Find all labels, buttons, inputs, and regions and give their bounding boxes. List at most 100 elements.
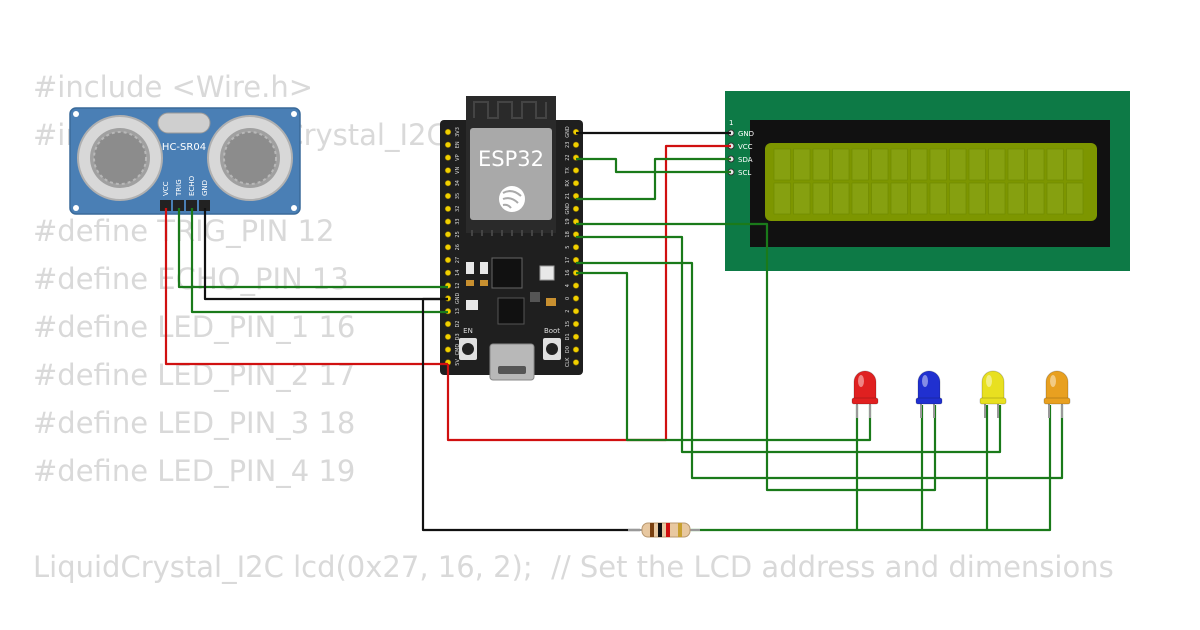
lcd-cell	[1066, 148, 1084, 181]
code-line-led-pin-3: #define LED_PIN_3 18	[33, 406, 356, 440]
esp32-pin-right-15[interactable]	[572, 320, 580, 328]
wire-sensor-vcc[interactable]	[164, 208, 448, 366]
esp32-pin-left-d2[interactable]	[444, 320, 452, 328]
lcd-cell	[949, 182, 967, 215]
esp32-pin-left-cmd[interactable]	[444, 346, 452, 353]
esp32-pin-label-right-gnd: GND	[565, 203, 571, 215]
wire-sensor-trig[interactable]	[177, 208, 448, 289]
esp32-pin-right-4[interactable]	[572, 282, 580, 289]
esp32-pin-right-gnd[interactable]	[572, 205, 580, 212]
esp32-pin-label-right-4: 4	[565, 284, 571, 287]
wire-lcd-sda[interactable]	[576, 157, 731, 201]
esp32-pin-left-32[interactable]	[444, 205, 452, 212]
usb-port[interactable]	[489, 343, 535, 381]
sensor-pin-trig[interactable]	[173, 200, 184, 211]
esp32-pin-right-23[interactable]	[572, 141, 580, 148]
led-array	[851, 370, 1071, 418]
ultrasonic-sensor[interactable]: HC-SR04 VCC TRIG ECHO GND	[69, 107, 301, 215]
esp32-pin-right-5[interactable]	[572, 244, 580, 251]
esp32-pin-label-right-clk: CLK	[565, 357, 571, 367]
esp32-pin-left-vp[interactable]	[444, 154, 452, 161]
sensor-pin-gnd[interactable]	[199, 200, 210, 211]
esp32-pin-label-right-d1: D1	[565, 333, 571, 340]
esp32-pin-left-34[interactable]	[444, 180, 452, 187]
esp32-pin-label-right-0: 0	[565, 297, 571, 300]
esp32-pin-left-3v3[interactable]	[444, 128, 452, 136]
lcd-cell	[988, 148, 1006, 181]
wire-lcd-scl[interactable]	[576, 157, 731, 174]
en-button[interactable]	[459, 338, 477, 360]
sensor-crystal	[157, 112, 211, 134]
esp32-pin-left-en[interactable]	[444, 141, 452, 148]
esp32-pin-label-left-34: 34	[455, 180, 461, 186]
resistor[interactable]	[628, 522, 700, 538]
esp32-pin-label-left-27: 27	[455, 257, 461, 263]
sensor-transducer-right	[207, 115, 293, 201]
sensor-transducer-left	[77, 115, 163, 201]
lcd-cell	[832, 148, 850, 181]
sensor-pin-label-trig: TRIG	[175, 179, 183, 197]
esp32-pin-left-35[interactable]	[444, 192, 452, 200]
wire-sensor-echo[interactable]	[190, 208, 448, 314]
sensor-label: HC-SR04	[162, 142, 206, 153]
sensor-pin-echo[interactable]	[186, 200, 197, 211]
esp32-left-pin-header: 3V3ENVPVN343532332526271412GND13D2D3CMD5…	[444, 127, 461, 366]
esp32-pin-label-left-25: 25	[455, 231, 461, 237]
esp32-pin-left-14[interactable]	[444, 269, 452, 276]
en-button-label: EN	[463, 327, 473, 335]
wire-led-yellow[interactable]	[576, 235, 1002, 454]
esp32-pin-right-tx[interactable]	[572, 167, 580, 174]
esp32-pin-right-d0[interactable]	[572, 346, 580, 353]
esp32-pin-left-25[interactable]	[444, 231, 452, 238]
esp32-pin-label-left-d2: D2	[455, 320, 461, 327]
wire-ground-resistor[interactable]	[421, 297, 640, 532]
esp32-pin-label-left-en: EN	[455, 141, 461, 148]
sensor-pin-vcc[interactable]	[160, 200, 171, 211]
boot-button[interactable]	[543, 338, 561, 360]
esp32-board[interactable]: ESP32 EN	[440, 96, 583, 381]
led-yellow[interactable]	[979, 370, 1007, 418]
esp32-pin-left-d3[interactable]	[444, 333, 452, 340]
lcd-cell	[832, 182, 850, 215]
esp32-pin-label-right-23: 23	[565, 142, 571, 148]
led-red[interactable]	[851, 370, 879, 418]
lcd-cell	[812, 182, 830, 215]
lcd-cell	[929, 182, 947, 215]
lcd-cell	[773, 182, 791, 215]
led-orange[interactable]	[1043, 370, 1071, 418]
esp32-pin-right-clk[interactable]	[572, 359, 580, 366]
esp32-pin-label-right-gnd: GND	[565, 126, 571, 138]
code-line-led-pin-2: #define LED_PIN_2 17	[33, 358, 356, 392]
esp32-pin-left-26[interactable]	[444, 244, 452, 251]
code-line-include-wire: #include <Wire.h>	[33, 70, 314, 104]
esp32-pin-right-rx[interactable]	[572, 180, 580, 187]
wire-led-red[interactable]	[576, 271, 872, 442]
esp32-pin-right-0[interactable]	[572, 295, 580, 302]
esp32-pin-label-right-rx: RX	[565, 179, 571, 186]
lcd-cell	[1027, 148, 1045, 181]
lcd-display[interactable]: 1 GND VCC SDA SCL	[725, 91, 1130, 271]
esp32-pin-label-right-15: 15	[565, 321, 571, 327]
esp32-pin-label-left-35: 35	[455, 193, 461, 199]
lcd-cell	[1007, 148, 1025, 181]
esp32-pin-left-33[interactable]	[444, 218, 452, 225]
lcd-cell	[968, 148, 986, 181]
antenna-trace	[473, 101, 547, 119]
wire-led-blue[interactable]	[576, 222, 937, 492]
wire-sensor-gnd[interactable]	[203, 208, 448, 301]
wire-led-cathode-bus[interactable]	[690, 405, 1052, 532]
wire-led-orange[interactable]	[576, 261, 1064, 480]
sensor-pin-label-gnd: GND	[201, 180, 209, 196]
esp32-pin-right-d1[interactable]	[572, 333, 580, 340]
lcd-cell	[851, 148, 869, 181]
esp32-pin-label-left-13: 13	[455, 308, 461, 314]
lcd-cell	[949, 148, 967, 181]
esp32-pin-right-2[interactable]	[572, 308, 580, 315]
lcd-cell	[1046, 182, 1064, 215]
esp32-pin-label-left-vn: VN	[455, 167, 461, 174]
esp32-pin-left-vn[interactable]	[444, 167, 452, 174]
led-blue[interactable]	[915, 370, 943, 418]
esp32-shield	[470, 128, 552, 220]
esp32-pin-left-27[interactable]	[444, 256, 452, 264]
